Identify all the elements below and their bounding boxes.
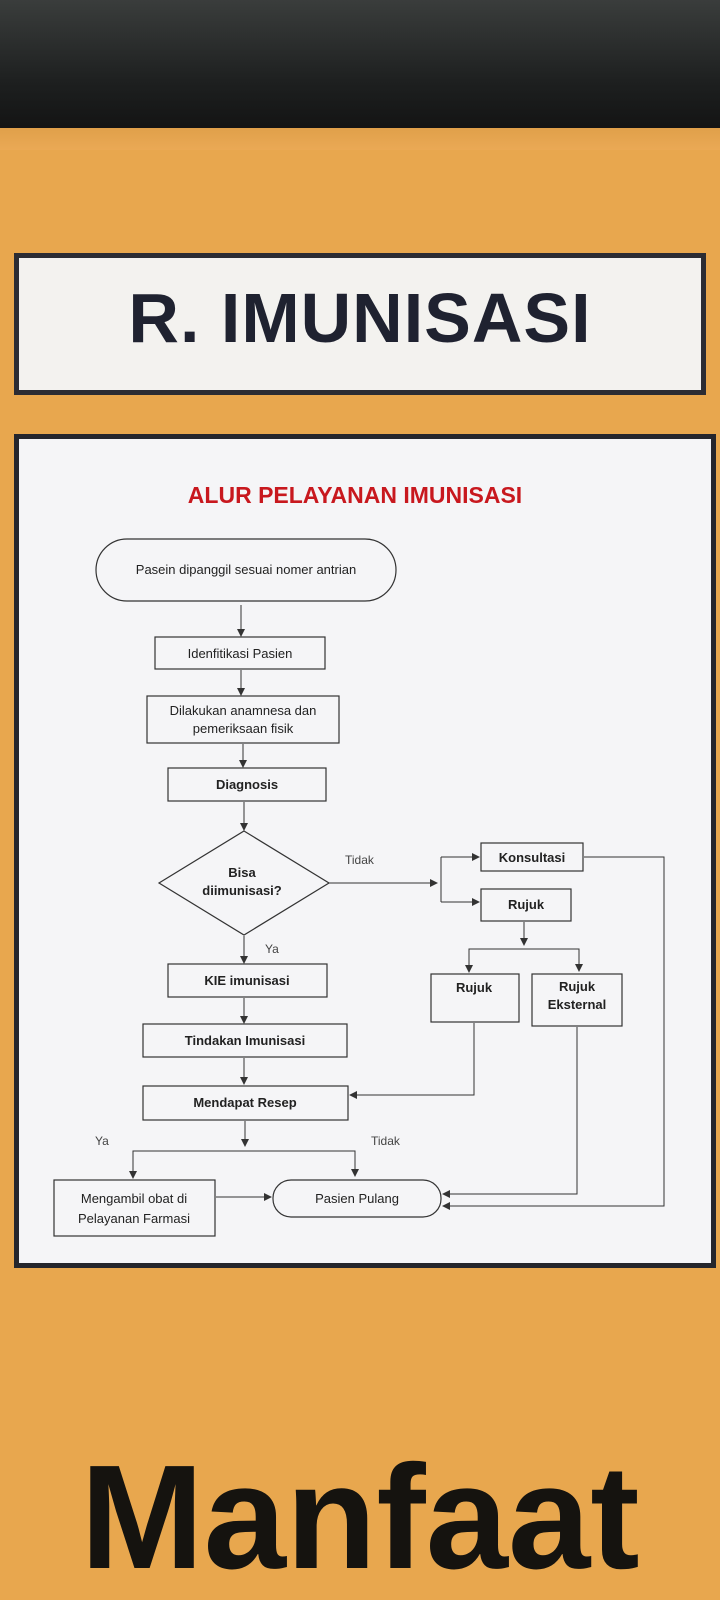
dark-wall-top <box>0 0 720 140</box>
resep-box <box>142 1085 349 1121</box>
pulang-label: Pasien Pulang <box>315 1191 399 1206</box>
arrow-konsultasi-pulang <box>442 856 665 1210</box>
rujuk-split <box>468 948 583 972</box>
diagnosis-label: Diagnosis <box>216 777 278 792</box>
identifikasi-box <box>154 636 326 670</box>
rujuk-eksternal-label-line2: Eksternal <box>548 997 607 1012</box>
farmasi-box <box>53 1179 216 1237</box>
decision-label-line1: Bisa <box>228 865 256 880</box>
bottom-sign-word: Manfaat <box>80 1435 640 1600</box>
start-terminator <box>95 538 397 602</box>
start-label: Pasein dipanggil sesuai nomer antrian <box>136 562 356 577</box>
edge-label-ya-decision: Ya <box>265 942 279 956</box>
wall-edge <box>0 128 720 150</box>
rujuk-internal-box <box>430 973 520 1023</box>
flowchart-poster: ALUR PELAYANAN IMUNISASI Pasein dipanggi… <box>14 434 716 1268</box>
resep-split-line <box>132 1150 359 1177</box>
konsultasi-box <box>480 842 584 872</box>
tindakan-box <box>142 1023 348 1058</box>
anamnesa-label-line2: pemeriksaan fisik <box>193 721 294 736</box>
kie-box <box>167 963 328 998</box>
decision-label-line2: diimunisasi? <box>202 883 282 898</box>
anamnesa-label-line1: Dilakukan anamnesa dan <box>170 703 317 718</box>
farmasi-label-line1: Mengambil obat di <box>81 1191 187 1206</box>
rujuk-label: Rujuk <box>508 897 545 912</box>
rujuk-box <box>480 888 572 922</box>
kie-label: KIE imunisasi <box>204 973 289 988</box>
rujuk-eksternal-label-line1: Rujuk <box>559 979 596 994</box>
diagnosis-box <box>167 767 327 802</box>
edge-label-ya-resep: Ya <box>95 1134 109 1148</box>
farmasi-label-line2: Pelayanan Farmasi <box>78 1211 190 1226</box>
flowchart-heading: ALUR PELAYANAN IMUNISASI <box>188 482 522 508</box>
anamnesa-box <box>146 695 340 744</box>
rujuk-internal-label: Rujuk <box>456 980 493 995</box>
konsultasi-label: Konsultasi <box>499 850 565 865</box>
edge-label-tidak-resep: Tidak <box>371 1134 401 1148</box>
decision-diamond <box>157 830 331 936</box>
room-sign-title: R. IMUNISASI <box>128 279 592 357</box>
arrow-eksternal-pulang <box>442 1027 578 1198</box>
pulang-terminator <box>272 1179 442 1218</box>
resep-label: Mendapat Resep <box>193 1095 296 1110</box>
rujuk-eksternal-box <box>531 973 623 1027</box>
edge-label-tidak-decision: Tidak <box>345 853 375 867</box>
identifikasi-label: Idenfitikasi Pasien <box>188 646 293 661</box>
arrow-rujuk-internal-resep <box>349 1023 475 1099</box>
flowchart: ALUR PELAYANAN IMUNISASI Pasein dipanggi… <box>53 482 665 1237</box>
tindakan-label: Tindakan Imunisasi <box>185 1033 305 1048</box>
room-sign: R. IMUNISASI <box>14 253 706 395</box>
